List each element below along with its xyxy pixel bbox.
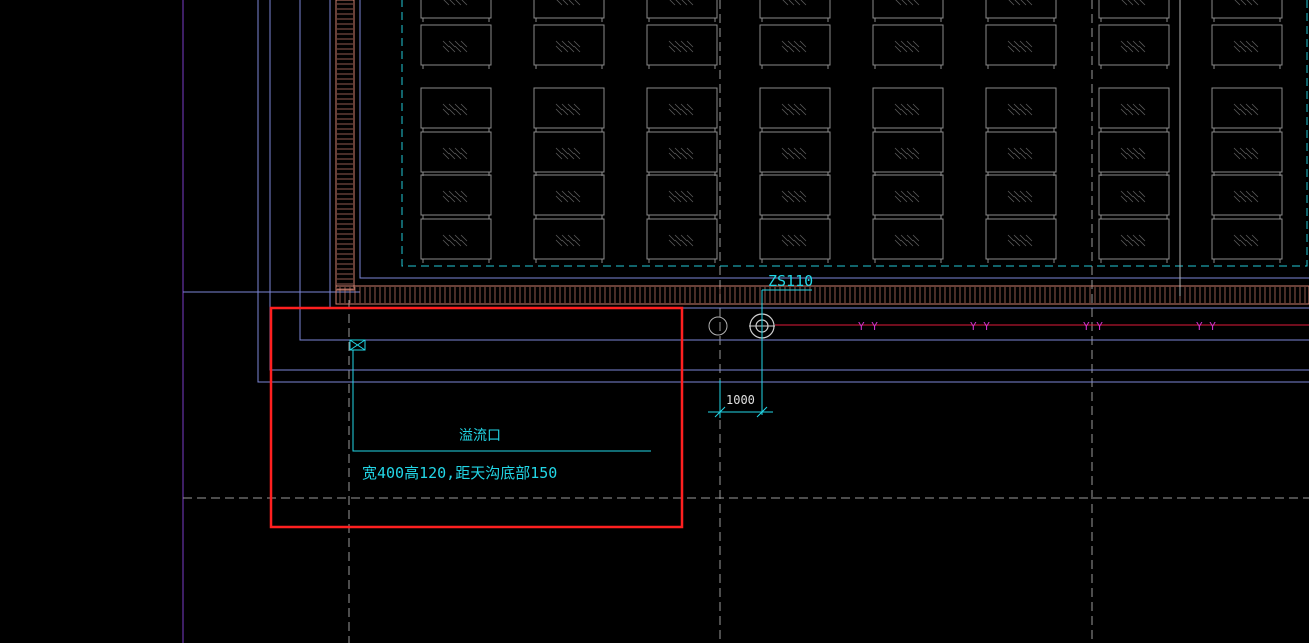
solar-panel: [1098, 87, 1170, 132]
solar-panel: [759, 218, 831, 263]
solar-panel: [985, 218, 1057, 263]
callout-leader: [352, 350, 651, 452]
solar-panel: [759, 87, 831, 132]
overflow-outlet-icon: [349, 339, 366, 351]
solar-panel: [985, 174, 1057, 219]
dim-tick-left: [714, 406, 726, 418]
solar-panel: [985, 24, 1057, 69]
outline-line: [329, 0, 1309, 309]
solar-panel: [872, 218, 944, 263]
callout-title: 溢流口: [459, 428, 501, 444]
pipe-marker: Y Y: [970, 320, 990, 333]
solar-panel: [872, 131, 944, 176]
overflow-outlet-cross: [349, 339, 366, 351]
solar-panel: [985, 0, 1057, 22]
outline-line: [299, 0, 1309, 341]
highlight-box: [269, 306, 684, 529]
callout-note: 宽400高120,距天沟底部150: [362, 464, 557, 482]
solar-panel: [646, 131, 718, 176]
outline-line: [359, 0, 1309, 279]
solar-panel: [533, 0, 605, 22]
solar-panel: [533, 218, 605, 263]
solar-panel: [759, 131, 831, 176]
solar-panel: [985, 87, 1057, 132]
solar-panel: [1211, 131, 1283, 176]
dim-tick-right: [756, 406, 768, 418]
solar-panel: [420, 0, 492, 22]
solar-panel: [1098, 24, 1170, 69]
drain-outlet-icon: [708, 316, 728, 336]
dashed-gridlines: [183, 0, 1309, 643]
solar-panel: [872, 24, 944, 69]
solar-panel: [759, 174, 831, 219]
solar-panel: [420, 24, 492, 69]
solar-panel: [646, 218, 718, 263]
gutter-hatching: [335, 0, 1309, 305]
solar-panel: [420, 87, 492, 132]
solar-panel: [646, 174, 718, 219]
solar-panel: [646, 24, 718, 69]
outline-line: [269, 0, 1309, 371]
solar-panel: [646, 87, 718, 132]
solar-panel: [872, 0, 944, 22]
panel-grid: [420, 0, 1283, 263]
solar-panel: [420, 174, 492, 219]
solar-panel: [872, 174, 944, 219]
solar-panel: [1211, 218, 1283, 263]
solar-panel: [872, 87, 944, 132]
dimension: [708, 380, 773, 418]
solar-panel: [533, 87, 605, 132]
hatch-band-vertical: [335, 0, 355, 291]
hatch-band-horizontal: [335, 285, 1309, 305]
solar-panel: [1211, 87, 1283, 132]
solar-panel: [759, 0, 831, 22]
solar-panel: [1211, 174, 1283, 219]
pipe-marker: Y Y: [1083, 320, 1103, 333]
solar-panel: [420, 218, 492, 263]
solar-panel: [533, 174, 605, 219]
solar-panel: [1211, 24, 1283, 69]
solar-panel: [1098, 218, 1170, 263]
solar-panel: [420, 131, 492, 176]
solar-panel: [1098, 0, 1170, 22]
pipe-label: ZS110: [768, 272, 813, 290]
solar-panel: [1098, 131, 1170, 176]
solar-panel: [1211, 0, 1283, 22]
pipe-marker: Y Y: [858, 320, 878, 333]
dimension-value: 1000: [726, 393, 755, 407]
solar-panel: [533, 131, 605, 176]
outline-line: [257, 0, 1309, 383]
dashed-boundary: [401, 0, 1308, 267]
solar-panel: [985, 131, 1057, 176]
solar-panel: [1098, 174, 1170, 219]
solar-panel: [646, 0, 718, 22]
solar-panel: [533, 24, 605, 69]
pipe-marker: Y Y: [1196, 320, 1216, 333]
solar-panel: [759, 24, 831, 69]
